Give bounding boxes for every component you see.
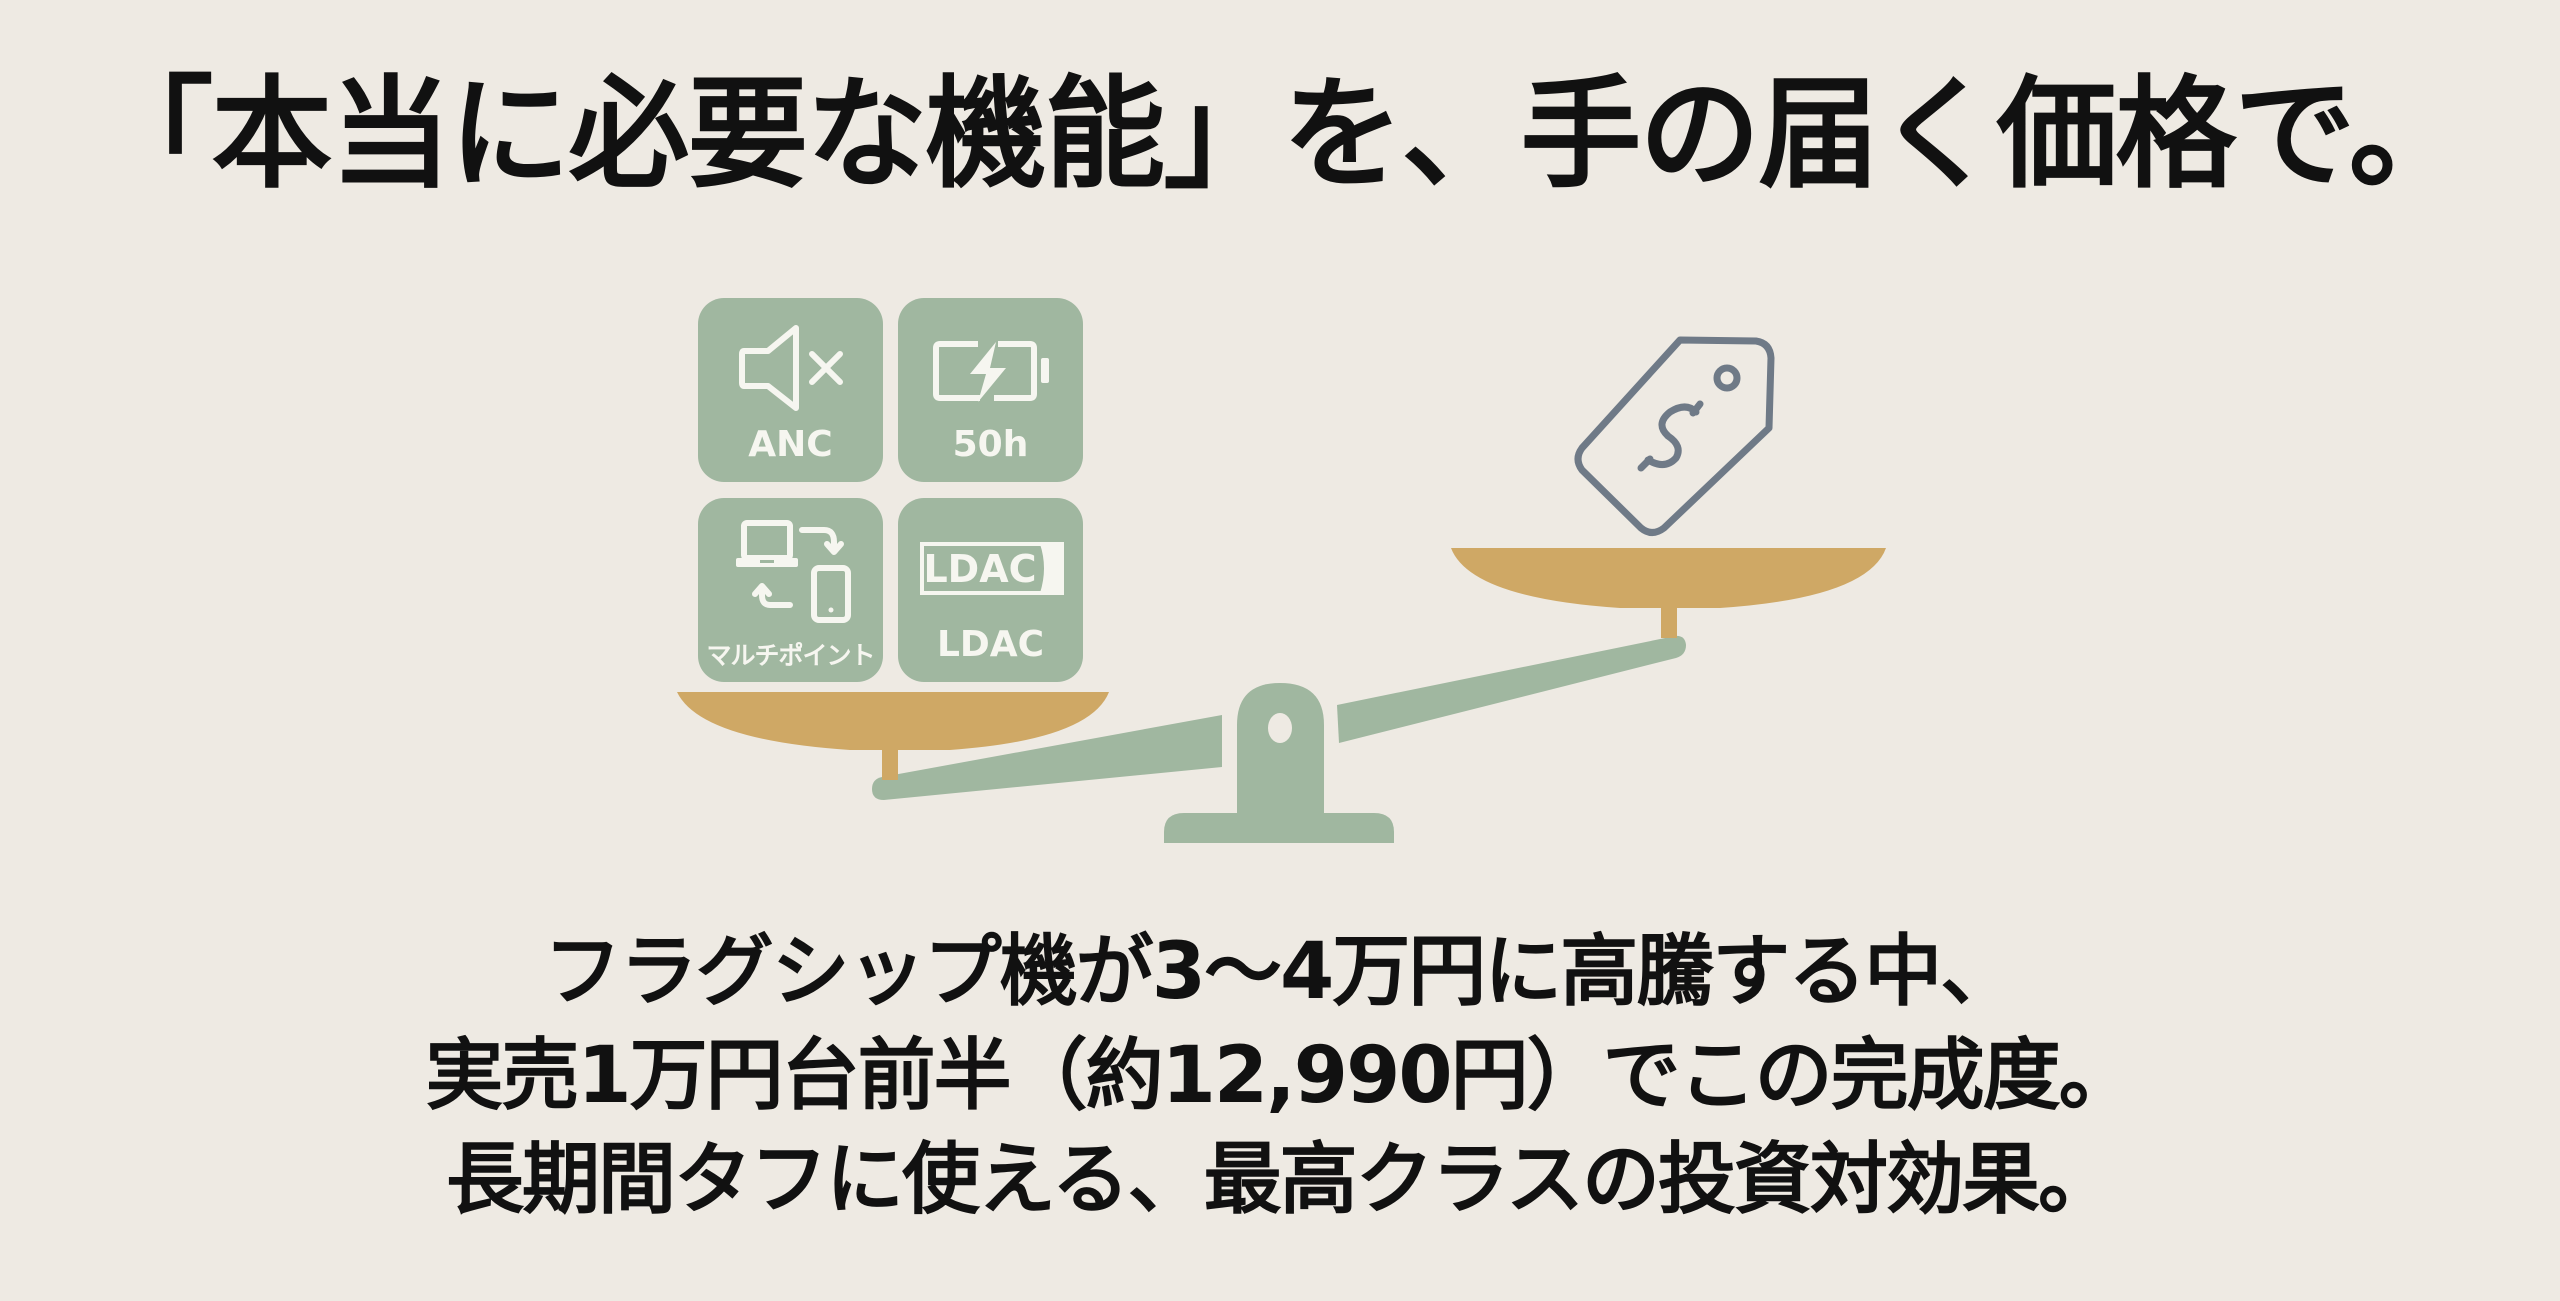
feature-tile-battery: 50h [898,298,1083,482]
feature-label: LDAC [936,624,1045,665]
feature-tile-anc: ANC [698,298,883,482]
headline: 「本当に必要な機能」を、手の届く価格で。 [92,64,2469,205]
scale-stand-icon [1164,683,1394,843]
price-tag-dollar-icon [1574,336,1775,536]
ldac-logo-icon: LDAC [920,542,1064,595]
body-copy: フラグシップ機が3〜4万円に高騰する中、 実売1万円台前半（約12,990円）で… [0,920,2560,1232]
battery-charging-icon [933,341,1049,402]
scale-beam [872,635,1686,800]
feature-label: マルチポイント [706,641,875,670]
feature-tile-multipoint: マルチポイント [698,498,883,682]
left-scale-pan [677,692,1109,780]
feature-tile-ldac: LDAC LDAC [898,498,1083,682]
body-line-2: 実売1万円台前半（約12,990円）でこの完成度。 [425,1031,2136,1121]
body-line-3: 長期間タフに使える、最高クラスの投資対効果。 [445,1135,2116,1225]
balance-scale-illustration [677,336,1886,843]
multipoint-devices-icon [736,520,851,623]
feature-label: ANC [748,424,833,465]
right-scale-pan [1451,548,1886,638]
speaker-mute-icon [739,325,843,411]
body-line-1: フラグシップ機が3〜4万円に高騰する中、 [543,927,2019,1017]
ldac-logo-text: LDAC [923,547,1036,591]
feature-label: 50h [952,424,1029,465]
